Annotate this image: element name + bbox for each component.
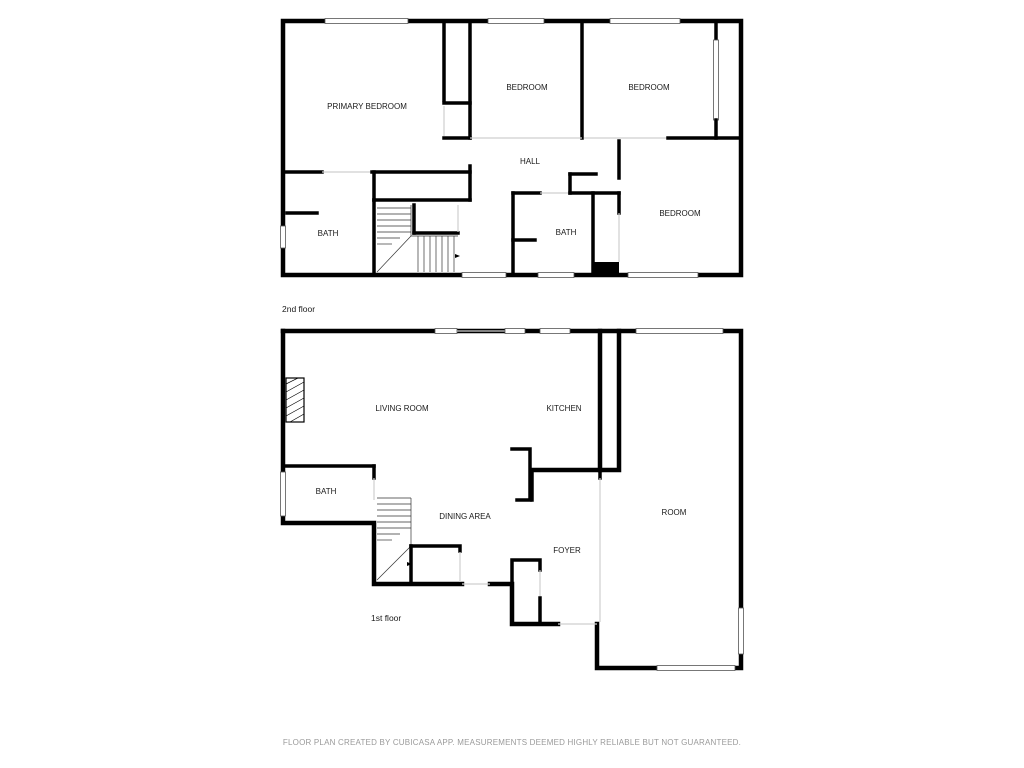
room-label-bath: BATH bbox=[556, 228, 577, 237]
room-label-room: ROOM bbox=[662, 508, 687, 517]
room-label-bedroom: BEDROOM bbox=[659, 209, 701, 218]
room-label-foyer: FOYER bbox=[553, 546, 581, 555]
window bbox=[487, 18, 545, 24]
first-floor-outer-wall bbox=[280, 328, 622, 473]
window bbox=[609, 18, 681, 24]
room-label-kitchen: KITCHEN bbox=[546, 404, 581, 413]
window bbox=[627, 272, 699, 278]
first-floor-plan: LIVING ROOM KITCHEN BATH DINING AREA ROO… bbox=[280, 328, 744, 671]
room-label-hall: HALL bbox=[520, 157, 541, 166]
window bbox=[461, 272, 507, 278]
room-label-primary-bedroom: PRIMARY BEDROOM bbox=[327, 102, 407, 111]
room-label-living-room: LIVING ROOM bbox=[375, 404, 429, 413]
room-label-dining-area: DINING AREA bbox=[439, 512, 491, 521]
room-label-bedroom: BEDROOM bbox=[506, 83, 548, 92]
window bbox=[539, 328, 571, 334]
window bbox=[324, 18, 409, 24]
floor-label-2nd: 2nd floor bbox=[282, 304, 315, 314]
second-floor-plan: PRIMARY BEDROOM BEDROOM BEDROOM HALL BAT… bbox=[280, 18, 744, 314]
staircase bbox=[376, 497, 412, 581]
room-label-bedroom: BEDROOM bbox=[628, 83, 670, 92]
window bbox=[635, 328, 724, 334]
window bbox=[713, 39, 719, 121]
fireplace bbox=[285, 377, 305, 423]
floor-label-1st: 1st floor bbox=[371, 613, 401, 623]
staircase bbox=[376, 205, 460, 273]
window bbox=[537, 272, 575, 278]
room-label-bath: BATH bbox=[318, 229, 339, 238]
window bbox=[280, 225, 286, 249]
window bbox=[656, 665, 736, 671]
window bbox=[738, 607, 744, 655]
footer-disclaimer: FLOOR PLAN CREATED BY CUBICASA APP. MEAS… bbox=[283, 738, 741, 747]
room-label-bath: BATH bbox=[316, 487, 337, 496]
window bbox=[280, 471, 286, 517]
window bbox=[504, 328, 526, 334]
window bbox=[434, 328, 458, 334]
